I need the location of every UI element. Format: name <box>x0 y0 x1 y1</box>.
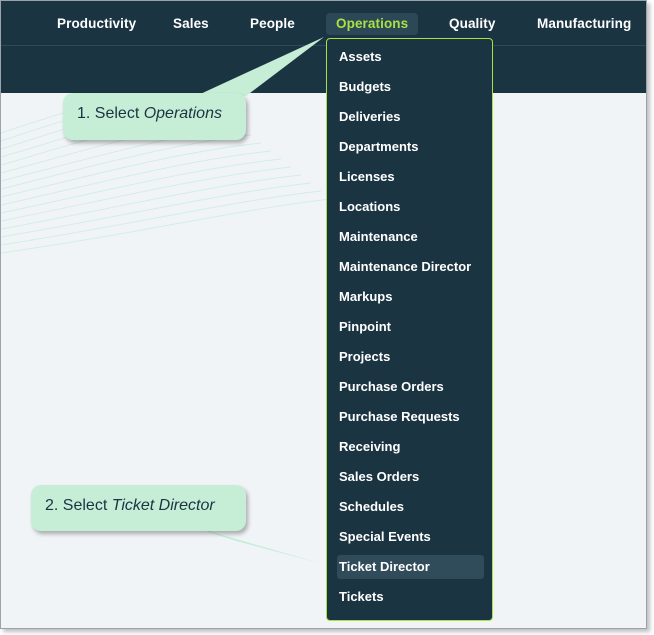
menu-item-projects[interactable]: Projects <box>339 349 391 364</box>
menu-item-assets[interactable]: Assets <box>339 49 382 64</box>
callout-2-pointer <box>191 526 323 564</box>
top-navigation-bar: Productivity Sales People Operations Qua… <box>1 1 646 46</box>
app-window: Productivity Sales People Operations Qua… <box>0 0 647 629</box>
menu-item-departments[interactable]: Departments <box>339 139 419 154</box>
callout-step-2-emphasis: Ticket Director <box>111 497 215 514</box>
nav-item-people[interactable]: People <box>250 16 295 31</box>
nav-item-quality[interactable]: Quality <box>449 16 496 31</box>
menu-item-receiving[interactable]: Receiving <box>339 439 401 454</box>
menu-item-purchase-orders[interactable]: Purchase Orders <box>339 379 444 394</box>
callout-step-1-prefix: 1. Select <box>77 105 144 122</box>
menu-item-deliveries[interactable]: Deliveries <box>339 109 401 124</box>
menu-item-purchase-requests[interactable]: Purchase Requests <box>339 409 460 424</box>
menu-item-tickets[interactable]: Tickets <box>339 589 384 604</box>
menu-item-budgets[interactable]: Budgets <box>339 79 391 94</box>
secondary-header-bar <box>1 46 646 93</box>
nav-item-operations[interactable]: Operations <box>326 13 419 35</box>
menu-item-locations[interactable]: Locations <box>339 199 401 214</box>
menu-item-special-events[interactable]: Special Events <box>339 529 431 544</box>
nav-item-productivity[interactable]: Productivity <box>57 16 137 31</box>
menu-item-maintenance[interactable]: Maintenance <box>339 229 418 244</box>
menu-item-ticket-director[interactable]: Ticket Director <box>337 555 484 579</box>
menu-item-licenses[interactable]: Licenses <box>339 169 395 184</box>
callout-step-2-prefix: 2. Select <box>45 497 112 514</box>
callout-step-2: 2. Select Ticket Director <box>31 485 246 531</box>
menu-item-maintenance-director[interactable]: Maintenance Director <box>339 259 472 274</box>
nav-item-manufacturing[interactable]: Manufacturing <box>537 16 632 31</box>
menu-item-pinpoint[interactable]: Pinpoint <box>339 319 391 334</box>
callout-step-1-emphasis: Operations <box>143 105 222 122</box>
nav-item-sales[interactable]: Sales <box>173 16 209 31</box>
operations-dropdown-menu: Assets Budgets Deliveries Departments Li… <box>326 38 493 621</box>
callout-step-1: 1. Select Operations <box>63 93 246 140</box>
menu-item-schedules[interactable]: Schedules <box>339 499 405 514</box>
menu-item-sales-orders[interactable]: Sales Orders <box>339 469 420 484</box>
menu-item-markups[interactable]: Markups <box>339 289 393 304</box>
